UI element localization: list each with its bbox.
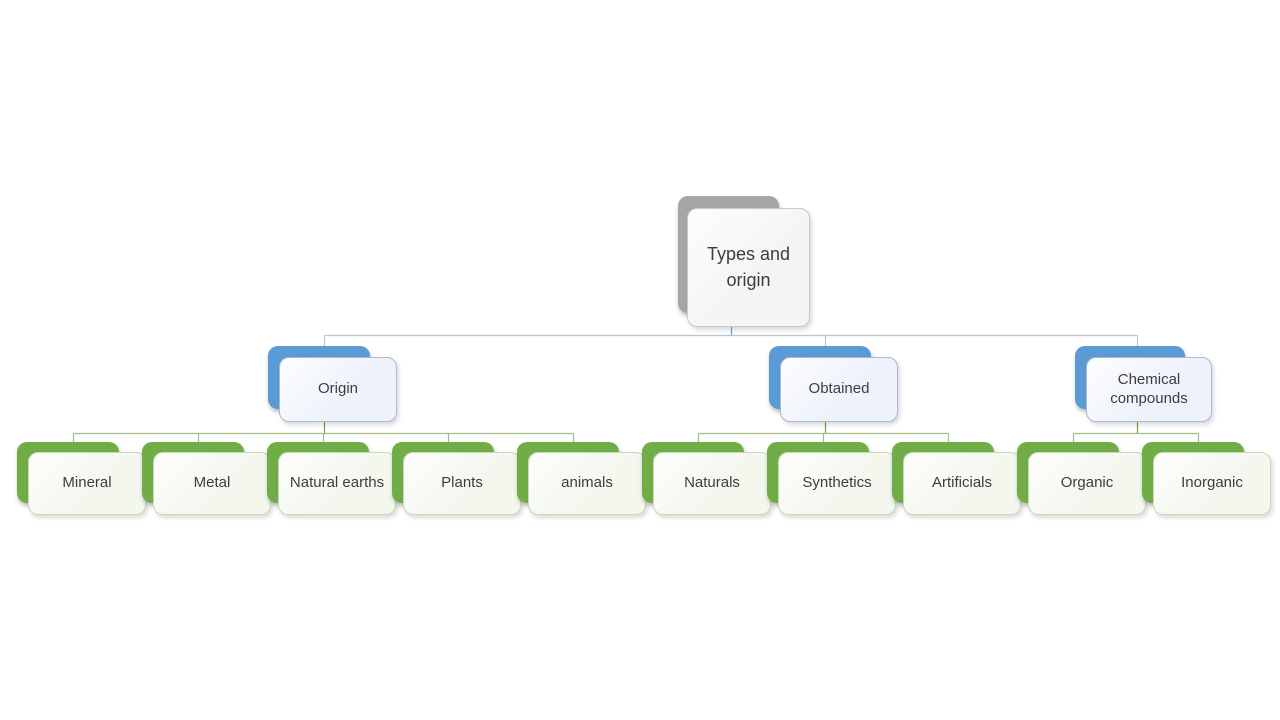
node-face: Artificials: [903, 452, 1021, 515]
node-label: Origin: [317, 380, 358, 398]
node-label: Types and origin: [706, 243, 791, 290]
node-face: Origin: [279, 357, 397, 422]
node-face: Chemical compounds: [1086, 357, 1212, 422]
node-plants[interactable]: Plants: [392, 442, 521, 515]
node-mineral[interactable]: Mineral: [17, 442, 146, 515]
node-label: Plants: [441, 474, 483, 492]
node-label: Inorganic: [1181, 474, 1243, 492]
node-label: Mineral: [62, 474, 112, 492]
node-face: Types and origin: [687, 208, 810, 327]
node-obtained[interactable]: Obtained: [769, 346, 898, 422]
node-organic[interactable]: Organic: [1017, 442, 1146, 515]
node-face: Obtained: [780, 357, 898, 422]
node-label: Artificials: [931, 474, 992, 492]
node-label: Naturals: [684, 474, 740, 492]
connector-obtained-children: [697, 432, 950, 443]
node-types-and-origin[interactable]: Types and origin: [678, 196, 810, 327]
node-face: Metal: [153, 452, 271, 515]
node-label: Organic: [1060, 474, 1114, 492]
node-natural-earths[interactable]: Natural earths: [267, 442, 396, 515]
node-face: Synthetics: [778, 452, 896, 515]
node-inorganic[interactable]: Inorganic: [1142, 442, 1271, 515]
node-face: Mineral: [28, 452, 146, 515]
node-artificials[interactable]: Artificials: [892, 442, 1021, 515]
node-label: Natural earths: [289, 474, 385, 492]
node-label: Obtained: [808, 380, 870, 398]
node-face: Plants: [403, 452, 521, 515]
node-label: Synthetics: [802, 474, 872, 492]
node-face: animals: [528, 452, 646, 515]
node-chemical-compounds[interactable]: Chemical compounds: [1075, 346, 1212, 422]
node-label: Chemical compounds: [1110, 370, 1188, 407]
node-label: animals: [561, 474, 613, 492]
connector-chemical-children: [1072, 432, 1200, 443]
node-metal[interactable]: Metal: [142, 442, 271, 515]
connector-level1: [323, 334, 1139, 347]
node-label: Metal: [193, 474, 231, 492]
node-synthetics[interactable]: Synthetics: [767, 442, 896, 515]
node-naturals[interactable]: Naturals: [642, 442, 771, 515]
node-face: Naturals: [653, 452, 771, 515]
node-face: Organic: [1028, 452, 1146, 515]
node-animals[interactable]: animals: [517, 442, 646, 515]
node-face: Natural earths: [278, 452, 396, 515]
node-origin[interactable]: Origin: [268, 346, 397, 422]
connector-origin-children: [72, 432, 575, 443]
node-face: Inorganic: [1153, 452, 1271, 515]
